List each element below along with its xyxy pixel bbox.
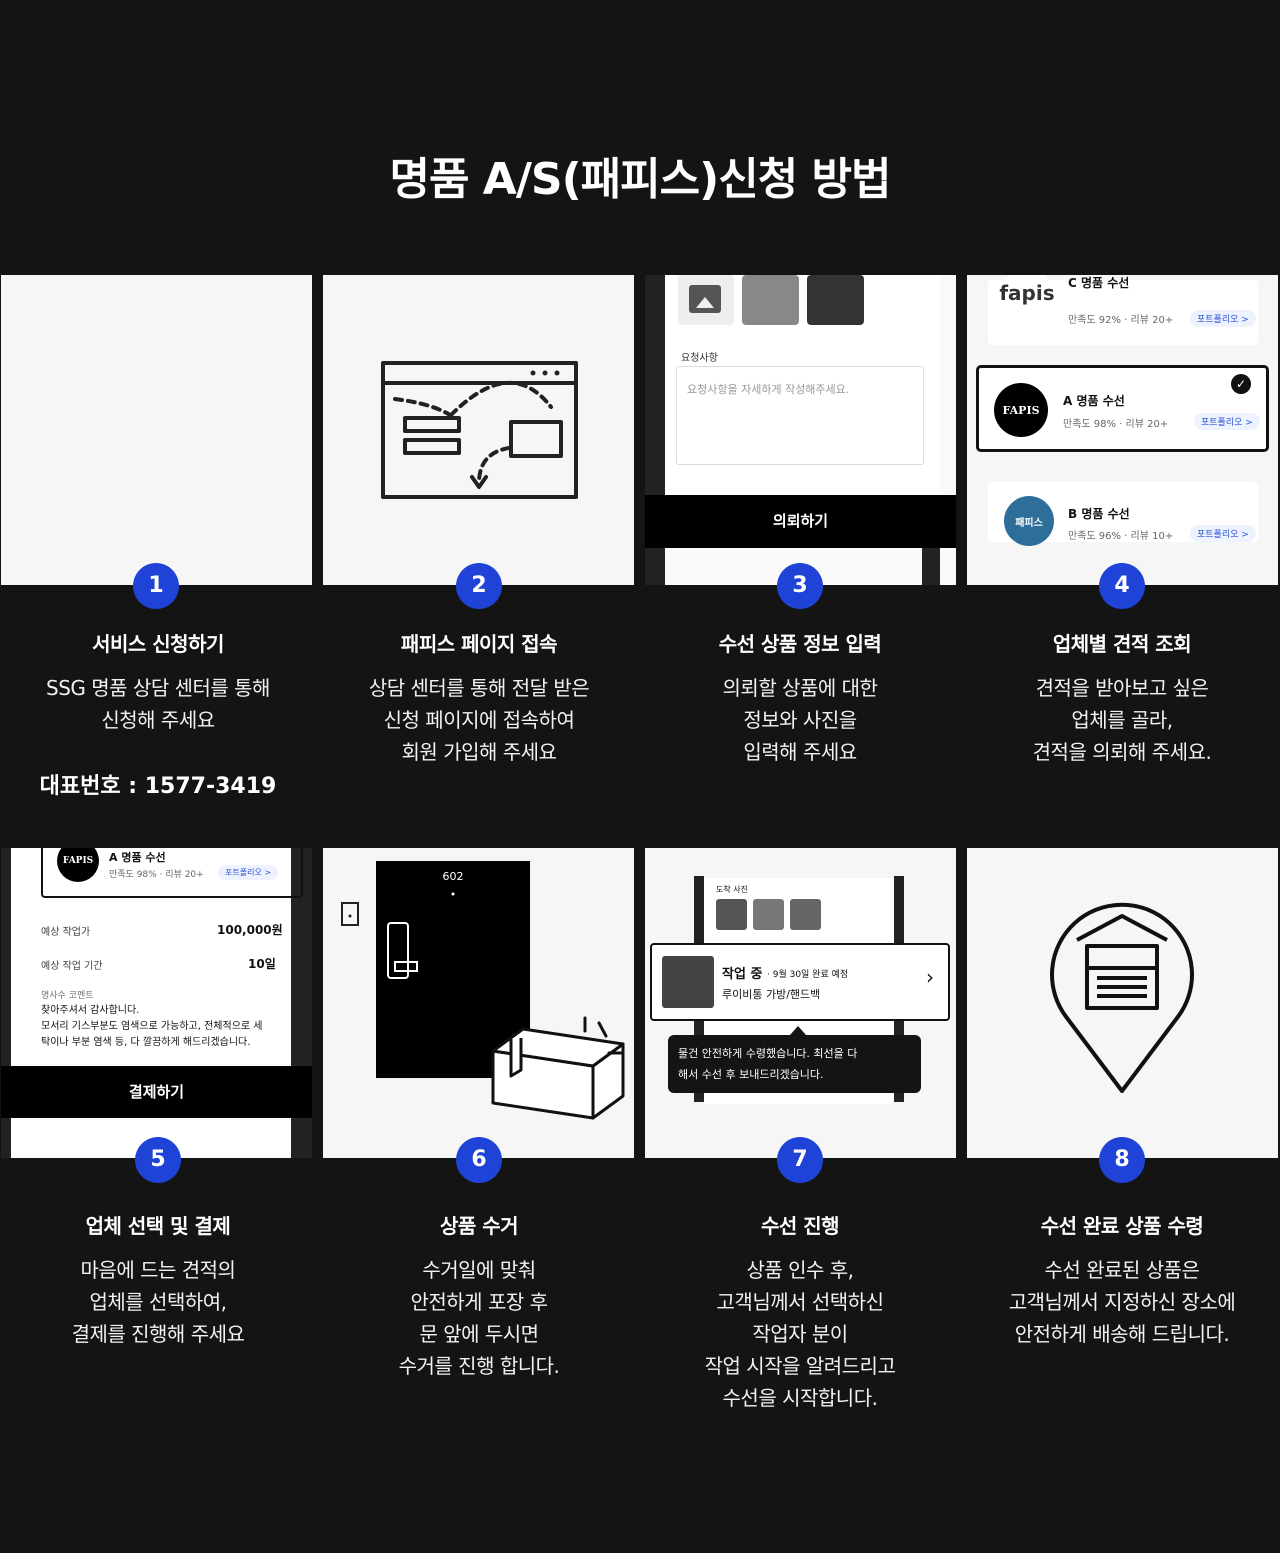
phone-chat-icon: [1, 275, 312, 585]
step-badge: 1: [133, 563, 179, 609]
photo-thumb: [753, 899, 784, 930]
pay-button[interactable]: 결제하기: [1, 1066, 312, 1118]
step-desc: 마음에 드는 견적의 업체를 선택하여, 결제를 진행해 주세요: [71, 1258, 245, 1346]
step-2: 패피스 페이지 접속 상담 센터를 통해 전달 받은 신청 페이지에 접속하여 …: [319, 628, 639, 768]
step-title: 업체별 견적 조회: [1052, 632, 1192, 656]
step-6: 상품 수거 수거일에 맞춰 안전하게 포장 후 문 앞에 두시면 수거를 진행 …: [319, 1210, 639, 1382]
step-5: 업체 선택 및 결제 마음에 드는 견적의 업체를 선택하여, 결제를 진행해 …: [0, 1210, 318, 1350]
step-badge: 3: [777, 563, 823, 609]
portfolio-link[interactable]: 포트폴리오 >: [1194, 413, 1260, 430]
request-button[interactable]: 의뢰하기: [645, 495, 956, 548]
step3-image: 요청사항 요청사항을 자세하게 작성해주세요. 의뢰하기: [645, 275, 956, 585]
photo-thumb: [790, 899, 821, 930]
photo-thumb: [742, 275, 799, 325]
vendor-logo: FAPIS: [57, 848, 99, 882]
vendor-logo: FAPIS: [994, 383, 1048, 437]
step-badge: 6: [456, 1137, 502, 1183]
selected-vendor-card: FAPIS A 명품 수선 만족도 98% · 리뷰 20+ 포트폴리오 >: [41, 848, 303, 898]
step-title: 상품 수거: [439, 1214, 519, 1238]
status-label: 작업 중: [722, 967, 763, 982]
step-desc: 상담 센터를 통해 전달 받은 신청 페이지에 접속하여 회원 가입해 주세요: [368, 676, 590, 764]
photo-thumb: [807, 275, 864, 325]
warehouse-pin-icon: [1050, 902, 1194, 1093]
vendor-card-selected[interactable]: FAPIS A 명품 수선 만족도 98% · 리뷰 20+ 포트폴리오 > ✓: [976, 365, 1269, 452]
step8-image: [967, 848, 1278, 1158]
door-number: 602: [442, 870, 464, 883]
step5-image: FAPIS A 명품 수선 만족도 98% · 리뷰 20+ 포트폴리오 > 예…: [1, 848, 312, 1158]
step-title: 수선 완료 상품 수령: [1040, 1214, 1204, 1238]
step-desc: 의뢰할 상품에 대한 정보와 사진을 입력해 주세요: [722, 676, 878, 764]
step-badge: 4: [1099, 563, 1145, 609]
phone-number: 대표번호 : 1577-3419: [39, 774, 277, 799]
step-title: 수선 상품 정보 입력: [718, 632, 882, 656]
step-1: 서비스 신청하기 SSG 명품 상담 센터를 통해 신청해 주세요 대표번호 :…: [0, 628, 318, 800]
step2-image: [323, 275, 634, 585]
order-status-card[interactable]: 작업 중 · 9월 30일 완료 예정 루이비통 가방/핸드백 ›: [650, 943, 950, 1021]
vendor-card[interactable]: 패피스 B 명품 수선 만족도 96% · 리뷰 10+ 포트폴리오 >: [988, 482, 1258, 546]
step-3: 수선 상품 정보 입력 의뢰할 상품에 대한 정보와 사진을 입력해 주세요: [640, 628, 960, 768]
step1-image: [1, 275, 312, 585]
photo-thumb: [716, 899, 747, 930]
step7-image: 도착 사진 작업 중 · 9월 30일 완료 예정 루이비통 가방/핸드백 › …: [645, 848, 956, 1158]
portfolio-link[interactable]: 포트폴리오 >: [1190, 310, 1256, 327]
step-title: 업체 선택 및 결제: [85, 1214, 231, 1238]
portfolio-link[interactable]: 포트폴리오 >: [1190, 525, 1256, 542]
step-badge: 8: [1099, 1137, 1145, 1183]
vendor-logo: 패피스: [1004, 496, 1054, 546]
step-desc: 수거일에 맞춰 안전하게 포장 후 문 앞에 두시면 수거를 진행 합니다.: [398, 1258, 560, 1378]
check-icon: ✓: [1231, 374, 1251, 394]
step-desc: 상품 인수 후, 고객님께서 선택하신 작업자 분이 작업 시작을 알려드리고 …: [704, 1258, 896, 1410]
step-desc: 견적을 받아보고 싶은 업체를 골라, 견적을 의뢰해 주세요.: [1032, 676, 1212, 764]
browser-transfer-icon: [381, 361, 578, 499]
step-badge: 5: [135, 1137, 181, 1183]
step-badge: 2: [456, 563, 502, 609]
message-bubble: 물건 안전하게 수령했습니다. 최선을 다 해서 수선 후 보내드리겠습니다.: [668, 1035, 921, 1093]
step-title: 수선 진행: [760, 1214, 840, 1238]
step-title: 서비스 신청하기: [92, 632, 224, 656]
step6-image: 602: [323, 848, 634, 1158]
page-title: 명품 A/S(패피스)신청 방법: [389, 154, 892, 205]
quote-period: 10일: [248, 957, 276, 971]
portfolio-link[interactable]: 포트폴리오 >: [218, 865, 279, 880]
chevron-right-icon: ›: [926, 965, 934, 989]
step-desc: SSG 명품 상담 센터를 통해 신청해 주세요: [46, 676, 270, 732]
request-textarea[interactable]: 요청사항을 자세하게 작성해주세요.: [676, 366, 924, 465]
item-thumb: [662, 956, 714, 1008]
request-label: 요청사항: [681, 353, 718, 364]
vendor-logo: fapis: [999, 275, 1055, 318]
step-desc: 수선 완료된 상품은 고객님께서 지정하신 장소에 안전하게 배송해 드립니다.: [1008, 1258, 1236, 1346]
step-4: 업체별 견적 조회 견적을 받아보고 싶은 업체를 골라, 견적을 의뢰해 주세…: [962, 628, 1280, 768]
vendor-card[interactable]: fapis C 명품 수선 만족도 92% · 리뷰 20+ 포트폴리오 >: [988, 275, 1258, 345]
item-name: 루이비통 가방/핸드백: [722, 988, 821, 1001]
vendor-comment: 찾아주셔서 감사합니다. 모서리 기스부분도 염색으로 가능하고, 전체적으로 …: [41, 1005, 263, 1048]
quote-price: 100,000원: [217, 923, 283, 937]
step-title: 패피스 페이지 접속: [400, 632, 558, 656]
door-package-icon: [341, 861, 625, 1120]
step-7: 수선 진행 상품 인수 후, 고객님께서 선택하신 작업자 분이 작업 시작을 …: [640, 1210, 960, 1414]
step4-image: fapis C 명품 수선 만족도 92% · 리뷰 20+ 포트폴리오 > F…: [967, 275, 1278, 585]
image-upload-icon[interactable]: [678, 275, 734, 325]
step-badge: 7: [777, 1137, 823, 1183]
step-8: 수선 완료 상품 수령 수선 완료된 상품은 고객님께서 지정하신 장소에 안전…: [962, 1210, 1280, 1350]
